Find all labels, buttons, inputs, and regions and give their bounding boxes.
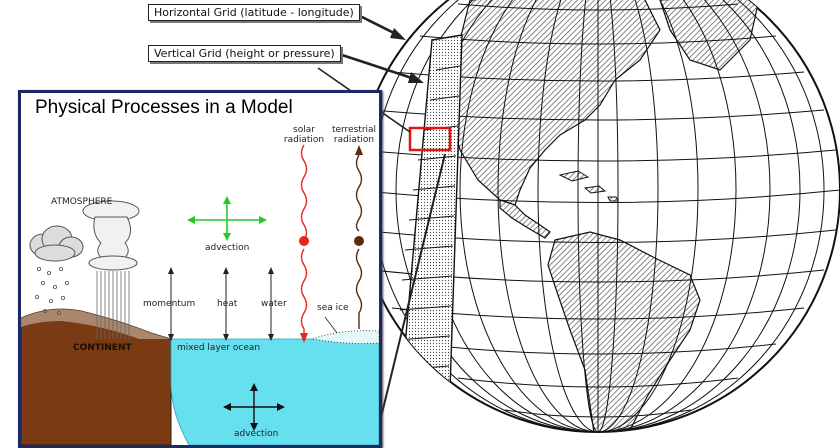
- cloud-left: [29, 225, 84, 262]
- continent-label: CONTINENT: [73, 343, 132, 353]
- rain-drops: [34, 266, 70, 315]
- central-america-land: [499, 199, 551, 239]
- vertical-grid-label: Vertical Grid (height or pressure): [148, 45, 341, 62]
- grid-cell-highlight: [408, 126, 452, 152]
- solar-label-line2: radiation: [283, 135, 325, 145]
- panel-title: Physical Processes in a Model: [35, 97, 293, 118]
- atmosphere-advection-arrows: [187, 196, 267, 241]
- processes-diagram: [21, 144, 379, 445]
- ocean-advection-label: advection: [234, 429, 279, 439]
- heat-label: heat: [217, 299, 238, 309]
- continent-surface-shading: [21, 309, 171, 339]
- vertical-grid-column: [395, 34, 463, 432]
- terrestrial-label-line2: radiation: [333, 135, 375, 145]
- momentum-label: momentum: [143, 299, 196, 309]
- terrestrial-radiation-label: terrestrial radiation: [329, 125, 379, 145]
- terrestrial-radiation-arrow: [354, 145, 364, 329]
- sea-ice-label: sea ice: [317, 303, 349, 313]
- south-america-land: [547, 231, 701, 432]
- rain-shafts: [96, 271, 130, 339]
- ocean-label: mixed layer ocean: [177, 343, 261, 353]
- sea-ice: [311, 330, 379, 344]
- atmosphere-advection-label: advection: [205, 243, 250, 253]
- vertical-grid-pointer: [341, 53, 419, 82]
- water-label: water: [261, 299, 287, 309]
- ocean-body: [170, 338, 379, 445]
- terrestrial-label-line1: terrestrial: [331, 125, 377, 135]
- ocean-advection-arrows: [223, 383, 285, 431]
- solar-label-line1: solar: [293, 125, 315, 135]
- horizontal-grid-label: Horizontal Grid (latitude - longitude): [148, 4, 360, 21]
- greenland-land: [659, 0, 761, 71]
- horizontal-grid-pointer: [351, 10, 401, 38]
- solar-radiation-arrow: [299, 144, 309, 343]
- sea-ice-pointer: [324, 316, 338, 334]
- atmosphere-label: ATMOSPHERE: [51, 197, 113, 207]
- physical-processes-panel: Physical Processes in a Model: [18, 90, 382, 448]
- convective-cloud: [82, 200, 140, 271]
- continent-land: [21, 308, 172, 445]
- solar-radiation-label: solar radiation: [283, 125, 325, 145]
- zoom-pointer-line: [375, 153, 446, 439]
